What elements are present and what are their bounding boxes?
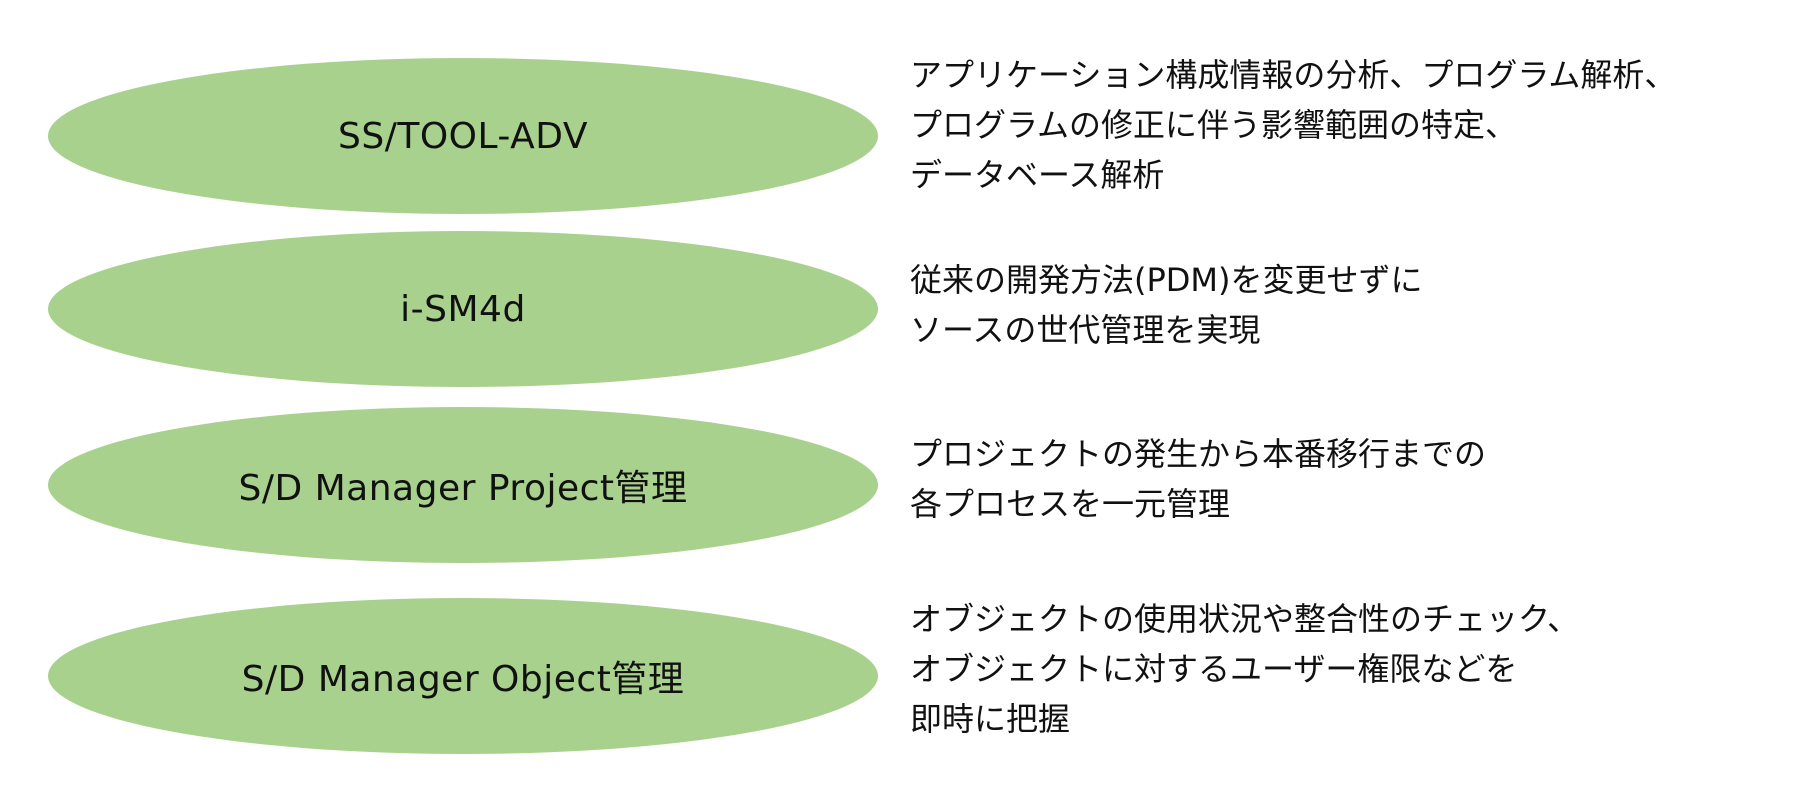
- tool-ellipse: S/D Manager Project管理: [48, 407, 878, 563]
- tool-description: プロジェクトの発生から本番移行までの 各プロセスを一元管理: [910, 429, 1486, 529]
- tool-name: SS/TOOL-ADV: [338, 115, 588, 157]
- tool-ellipse: i-SM4d: [48, 231, 878, 387]
- description-line: ソースの世代管理を実現: [910, 311, 1261, 349]
- tool-row-sd-manager-object: S/D Manager Object管理 オブジェクトの使用状況や整合性のチェッ…: [0, 598, 1809, 758]
- description-line: 従来の開発方法(PDM)を変更せずに: [910, 261, 1423, 299]
- description-line: オブジェクトに対するユーザー権限などを: [910, 650, 1518, 688]
- description-line: プロジェクトの発生から本番移行までの: [910, 435, 1487, 473]
- description-line: プログラムの修正に伴う影響範囲の特定、: [910, 106, 1518, 144]
- tool-name: i-SM4d: [400, 288, 526, 330]
- tool-name: S/D Manager Project管理: [238, 468, 688, 509]
- tool-description: 従来の開発方法(PDM)を変更せずに ソースの世代管理を実現: [910, 255, 1423, 355]
- tool-row-sd-manager-project: S/D Manager Project管理 プロジェクトの発生から本番移行までの…: [0, 407, 1809, 567]
- tool-ellipse: S/D Manager Object管理: [48, 598, 878, 754]
- tool-description: オブジェクトの使用状況や整合性のチェック、 オブジェクトに対するユーザー権限など…: [910, 594, 1579, 744]
- tool-ellipse: SS/TOOL-ADV: [48, 58, 878, 214]
- tool-row-i-sm4d: i-SM4d 従来の開発方法(PDM)を変更せずに ソースの世代管理を実現: [0, 231, 1809, 391]
- description-line: 各プロセスを一元管理: [910, 485, 1231, 523]
- tool-description: アプリケーション構成情報の分析、プログラム解析、 プログラムの修正に伴う影響範囲…: [910, 50, 1676, 200]
- description-line: アプリケーション構成情報の分析、プログラム解析、: [910, 56, 1677, 94]
- description-line: オブジェクトの使用状況や整合性のチェック、: [910, 600, 1580, 638]
- tool-name: S/D Manager Object管理: [241, 659, 685, 700]
- tool-row-ss-tool-adv: SS/TOOL-ADV アプリケーション構成情報の分析、プログラム解析、 プログ…: [0, 56, 1809, 218]
- description-line: データベース解析: [910, 156, 1165, 194]
- description-line: 即時に把握: [910, 700, 1071, 738]
